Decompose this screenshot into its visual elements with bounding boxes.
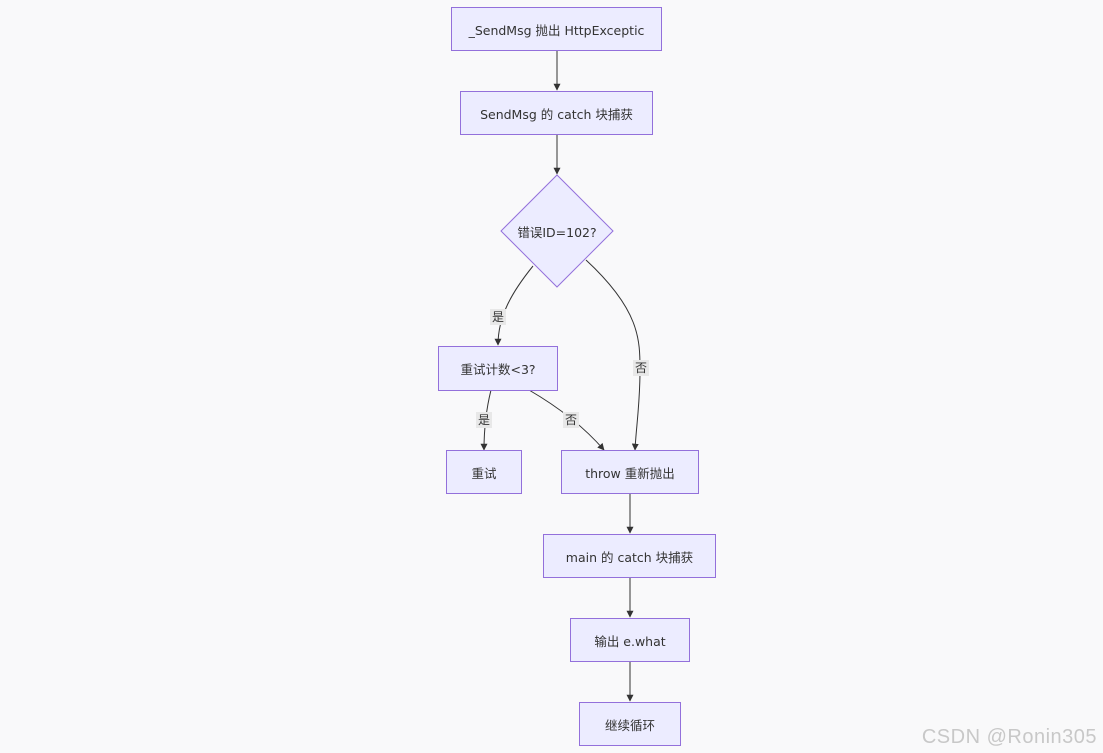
retry-label: 重试 — [471, 465, 497, 481]
retry-decision-label: 重试计数<3? — [460, 362, 536, 377]
edge-label-error-yes: 是 — [489, 309, 507, 325]
error-decision-diamond — [500, 174, 614, 288]
edge-decision-yes — [494, 265, 534, 346]
continue-loop-node: 继续循环 — [579, 702, 681, 746]
edge-label-retry-yes: 是 — [475, 412, 493, 428]
retry-node: 重试 — [446, 450, 522, 494]
edge-label-retry-no: 否 — [562, 412, 580, 428]
main-catch-node: main 的 catch 块捕获 — [543, 534, 716, 578]
print-what-node: 输出 e.what — [570, 618, 690, 662]
retry-decision-node: 重试计数<3? — [438, 346, 558, 391]
print-what-label: 输出 e.what — [594, 633, 666, 649]
rethrow-label: throw 重新抛出 — [585, 465, 675, 481]
edge-label-error-no: 否 — [632, 360, 650, 376]
sendmsg-catch-node: SendMsg 的 catch 块捕获 — [460, 91, 653, 135]
sendmsg-catch-label: SendMsg 的 catch 块捕获 — [480, 106, 633, 122]
watermark: CSDN @Ronin305 — [921, 726, 1097, 748]
send-msg-throws-label: _SendMsg 抛出 HttpExceptic — [468, 22, 645, 38]
edge-decision-no — [585, 259, 641, 451]
send-msg-throws-node: _SendMsg 抛出 HttpExceptic — [451, 7, 662, 51]
continue-loop-label: 继续循环 — [604, 717, 655, 733]
error-decision-node: 错误ID=102? — [501, 175, 613, 287]
main-catch-label: main 的 catch 块捕获 — [565, 549, 694, 565]
rethrow-node: throw 重新抛出 — [561, 450, 699, 494]
error-decision-label: 错误ID=102? — [517, 224, 597, 240]
